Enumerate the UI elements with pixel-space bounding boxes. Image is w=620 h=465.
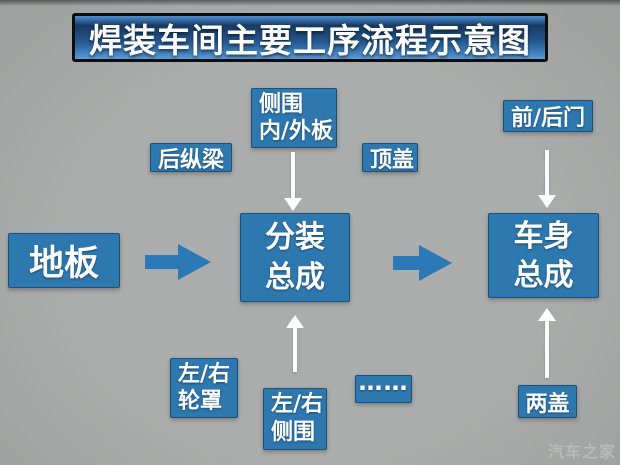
arrow-head <box>538 308 556 321</box>
label-text: 侧围 <box>271 420 316 445</box>
label-text: 后纵梁 <box>158 147 225 173</box>
node-text: 总成 <box>513 257 574 293</box>
arrow-up-icon <box>538 308 556 378</box>
arrow-shaft <box>291 152 295 199</box>
node-floor: 地板 <box>8 233 120 288</box>
node-text: 分装 <box>265 219 325 255</box>
label-text: 轮罩 <box>178 389 223 414</box>
arrow-shaft <box>293 327 297 372</box>
label-front-rear-doors: 前/后门 <box>503 100 593 132</box>
node-body-assembly: 车身 总成 <box>488 213 599 298</box>
diagram-title: 焊装车间主要工序流程示意图 <box>72 13 548 62</box>
label-text: …… <box>358 368 409 396</box>
arrow-down-icon <box>538 150 556 208</box>
label-ellipsis: …… <box>355 368 412 403</box>
arrow-shaft <box>145 255 180 269</box>
arrow-up-icon <box>286 315 304 372</box>
label-two-covers: 两盖 <box>518 385 577 418</box>
node-text: 总成 <box>265 259 325 295</box>
label-text: 侧围 <box>259 92 304 117</box>
label-text: 内/外板 <box>259 119 334 144</box>
node-text: 地板 <box>28 244 99 284</box>
node-subassembly: 分装 总成 <box>240 213 350 302</box>
node-text: 车身 <box>513 218 574 254</box>
arrow-head <box>538 195 556 208</box>
arrow-right-icon <box>145 244 211 280</box>
label-roof-cover: 顶盖 <box>362 143 418 173</box>
arrow-right-icon <box>393 245 452 281</box>
label-rear-longitudinal-beam: 后纵梁 <box>150 143 232 173</box>
label-text: 两盖 <box>525 391 570 417</box>
label-text: 前/后门 <box>511 106 586 131</box>
label-text: 左/右 <box>271 392 324 417</box>
arrow-shaft <box>545 150 549 196</box>
arrow-head <box>286 315 304 328</box>
label-wheel-house: 左/右 轮罩 <box>170 358 238 418</box>
label-side-inner-outer-panel: 侧围 内/外板 <box>251 88 337 148</box>
watermark-autohome: 汽车之家 <box>547 442 616 461</box>
arrow-shaft <box>545 320 549 378</box>
label-text: 顶盖 <box>370 147 415 173</box>
arrow-shaft <box>393 256 421 270</box>
arrow-head <box>178 244 211 280</box>
label-text: 左/右 <box>178 362 231 387</box>
arrow-down-icon <box>284 152 302 211</box>
arrow-head <box>419 245 452 281</box>
label-side-frame: 左/右 侧围 <box>263 388 327 450</box>
arrow-head <box>284 198 302 211</box>
